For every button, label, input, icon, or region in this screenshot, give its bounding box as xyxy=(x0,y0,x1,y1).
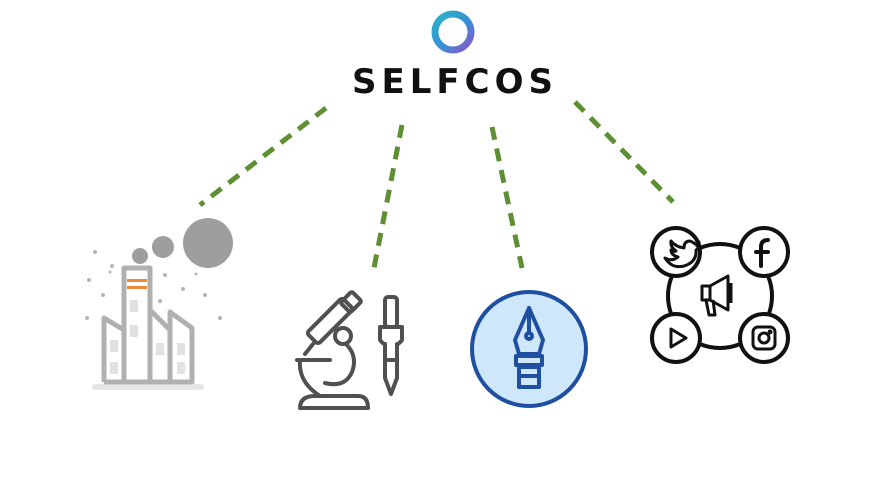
brand-name: SELFCOS xyxy=(352,62,558,102)
twitter-icon xyxy=(663,239,702,269)
connectors xyxy=(198,100,675,269)
connector-pen xyxy=(489,126,525,269)
microscope-pipette-icon xyxy=(295,290,404,410)
ring-logo-icon xyxy=(431,10,475,54)
connector-factory xyxy=(198,106,328,207)
connector-microscope xyxy=(371,124,405,269)
facebook-icon xyxy=(754,238,770,268)
megaphone-icon xyxy=(700,274,733,317)
play-icon xyxy=(669,327,688,349)
factory-icon xyxy=(85,218,233,390)
connector-social xyxy=(573,100,675,204)
instagram-icon xyxy=(751,325,777,351)
fountain-pen-nib-icon xyxy=(470,290,588,408)
social-media-icon xyxy=(650,226,790,364)
